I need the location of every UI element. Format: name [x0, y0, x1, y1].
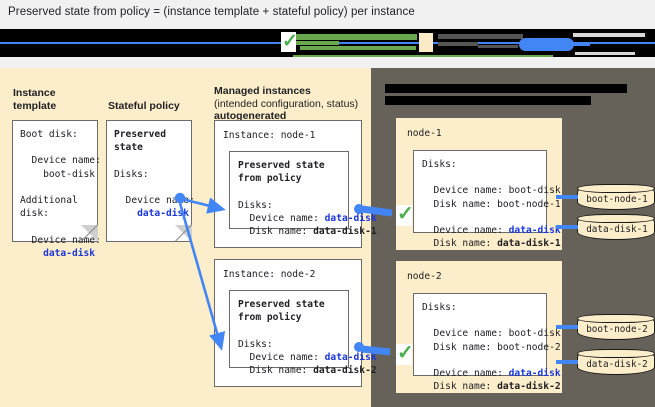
- preserved-state-title-2b: from policy: [238, 312, 302, 324]
- preserved-state-box-node-2: Preserved state from policy Disks: Devic…: [229, 290, 377, 376]
- disk-label: boot-node-1: [586, 194, 648, 205]
- disk-cylinder-boot-node-1: boot-node-1: [577, 184, 655, 210]
- actual-boot-device-label-2: Device name:: [422, 328, 509, 340]
- disk-name-value-2: data-disk-2: [313, 365, 377, 377]
- instance-template-heading: Instance template: [13, 87, 57, 112]
- actual-boot-device-value-2: boot-disk: [508, 328, 561, 340]
- disk-cylinder-boot-node-2: boot-node-2: [577, 314, 655, 340]
- disk-cylinder-data-disk-2: data-disk-2: [577, 349, 655, 375]
- legend-check-backdrop: [281, 32, 296, 52]
- legend-green-rule: [293, 55, 553, 57]
- actual-data-diskname-value-1: data-disk-1: [497, 238, 561, 250]
- legend-cream-swatch: [419, 33, 433, 52]
- disk-lid: [577, 314, 655, 323]
- actual-data-device-label-2: Device name:: [422, 368, 509, 380]
- disk-label: data-disk-1: [586, 224, 648, 235]
- managed-instances-heading: Managed instances (intended configuratio…: [214, 85, 359, 122]
- legend-gray-wipe-1: [573, 33, 645, 37]
- actual-node-1-disks-box: Disks: Device name: boot-disk Disk name:…: [413, 150, 561, 249]
- connector-disk-boot-1: [556, 195, 578, 199]
- legend-green-bar-3: [300, 46, 416, 50]
- preserved-state-title-1a: Preserved state: [238, 160, 325, 171]
- managed-instance-card-node-2: Instance: node-2 Preserved state from po…: [214, 259, 377, 387]
- actual-state-heading-redaction-2: [385, 96, 591, 105]
- instance-template-card: Boot disk: Device name: boot-disk Additi…: [12, 120, 101, 259]
- legend-green-bar-2: [293, 41, 339, 45]
- device-name-label-1: Device name:: [238, 212, 325, 224]
- check-backdrop-node-2: [396, 344, 412, 365]
- actual-data-device-value-1: data-disk: [508, 225, 561, 237]
- actual-node-2-title: node-2: [407, 271, 442, 282]
- preserved-state-title-2a: Preserved state: [238, 299, 325, 310]
- actual-boot-diskname-label-1: Disk name:: [422, 198, 498, 210]
- green-check-icon: ✓: [282, 31, 298, 52]
- disk-lid: [577, 184, 655, 193]
- stateful-policy-data-disk-value: data-disk: [114, 208, 190, 220]
- managed-instance-node-1-title: Instance: node-1: [223, 130, 316, 141]
- actual-boot-device-label-1: Device name:: [422, 185, 509, 197]
- actual-boot-device-value-1: boot-disk: [508, 185, 561, 197]
- connector-disk-boot-2: [556, 325, 578, 329]
- stateful-policy-card: Preserved state Disks: Device name: data…: [106, 120, 195, 242]
- managed-instance-card-node-1: Instance: node-1 Preserved state from po…: [214, 120, 377, 248]
- actual-node-box-1: node-1 Disks: Device name: boot-disk Dis…: [396, 118, 562, 250]
- device-name-label-2: Device name:: [238, 351, 325, 363]
- legend-green-bar-1: [293, 34, 417, 40]
- preserved-state-title-1b: from policy: [238, 173, 302, 185]
- stateful-policy-card-text: Preserved state Disks: Device name: data…: [114, 129, 195, 220]
- connector-disk-data-2: [556, 360, 578, 364]
- check-backdrop-node-1: [396, 205, 412, 226]
- disk-name-value-1: data-disk-1: [313, 226, 377, 238]
- actual-data-diskname-label-1: Disk name:: [422, 238, 498, 250]
- actual-boot-diskname-label-2: Disk name:: [422, 341, 498, 353]
- managed-instance-node-2-title: Instance: node-2: [223, 269, 316, 280]
- legend-blue-tail: [562, 43, 590, 46]
- actual-state-heading-redaction-1: [385, 84, 627, 93]
- disk-lid: [577, 214, 655, 223]
- disks-label-2: Disks:: [238, 338, 273, 350]
- disk-cylinder-data-disk-1: data-disk-1: [577, 214, 655, 240]
- actual-data-diskname-value-2: data-disk-2: [497, 381, 561, 393]
- page-title: Preserved state from policy = (instance …: [8, 6, 415, 18]
- connector-disk-data-1: [556, 225, 578, 229]
- green-check-icon-node-1: ✓: [397, 203, 414, 225]
- disk-label: data-disk-2: [586, 359, 648, 370]
- actual-node-1-title: node-1: [407, 128, 442, 139]
- actual-boot-diskname-value-1: boot-node-1: [497, 198, 561, 210]
- disk-label: boot-node-2: [586, 324, 648, 335]
- instance-template-data-disk-value: data-disk: [20, 247, 96, 259]
- actual-data-diskname-label-2: Disk name:: [422, 381, 498, 393]
- preserved-state-box-node-1: Preserved state from policy Disks: Devic…: [229, 151, 377, 237]
- disk-name-label-2: Disk name:: [238, 365, 314, 377]
- device-name-value-2: data-disk: [324, 351, 377, 363]
- legend-gray-wipe-2: [575, 52, 635, 55]
- disk-name-label-1: Disk name:: [238, 226, 314, 238]
- disk-lid: [577, 349, 655, 358]
- actual-data-device-value-2: data-disk: [508, 368, 561, 380]
- actual-node-box-2: node-2 Disks: Device name: boot-disk Dis…: [396, 261, 562, 393]
- actual-data-device-label-1: Device name:: [422, 225, 509, 237]
- actual-node-2-disks-box: Disks: Device name: boot-disk Disk name:…: [413, 293, 561, 392]
- green-check-icon-node-2: ✓: [397, 342, 414, 364]
- actual-boot-diskname-value-2: boot-node-2: [497, 341, 561, 353]
- disks-label-1: Disks:: [238, 199, 273, 211]
- legend-gray-line-2: [438, 42, 478, 46]
- actual-disks-label-1: Disks:: [422, 159, 457, 170]
- legend-blue-blob: [519, 38, 574, 51]
- legend-gray-line-3: [478, 45, 518, 48]
- actual-disks-label-2: Disks:: [422, 302, 457, 313]
- legend-gray-line-1: [438, 34, 523, 39]
- device-name-value-1: data-disk: [324, 212, 377, 224]
- stateful-policy-heading: Stateful policy: [108, 100, 180, 112]
